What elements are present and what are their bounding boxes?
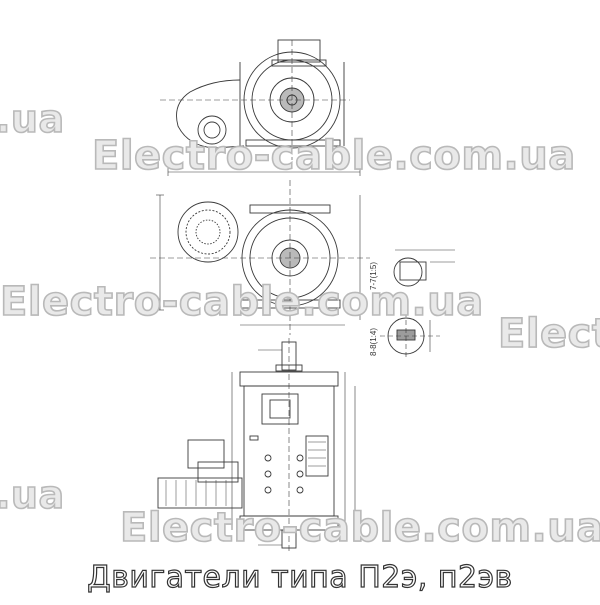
bottom-view — [157, 338, 356, 552]
section-label-7-7: 7-7(1:5) — [369, 262, 378, 290]
product-caption: Двигатели типа П2э, п2эв — [87, 559, 513, 595]
middle-view — [150, 168, 370, 335]
top-view — [160, 39, 350, 160]
shaft-sections — [380, 249, 455, 360]
section-label-8-8: 8-8(1:4) — [369, 328, 378, 356]
